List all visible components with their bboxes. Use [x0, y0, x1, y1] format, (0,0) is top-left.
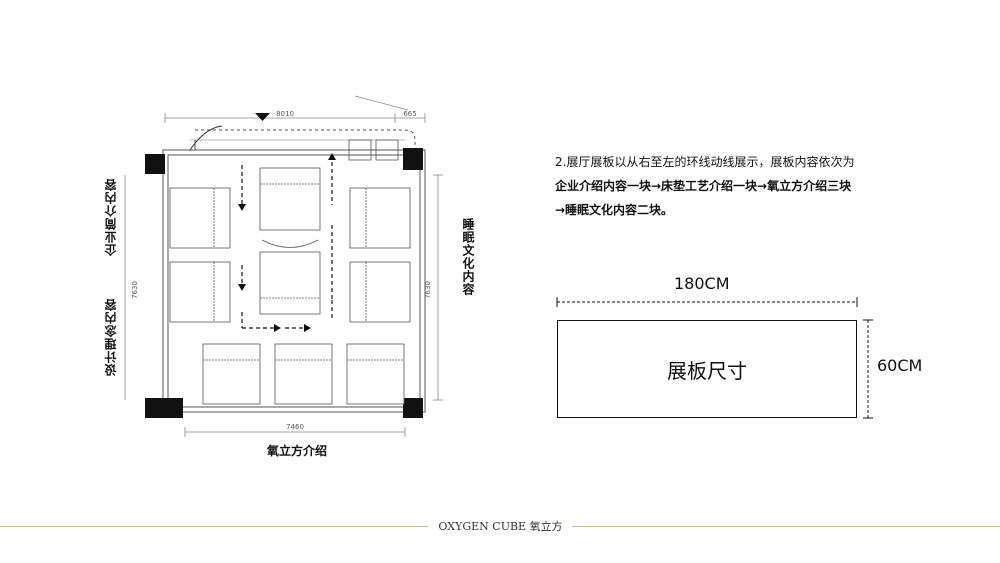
- description-line-3: →睡眠文化内容二块。: [555, 203, 674, 217]
- dim-right: 7630: [424, 281, 432, 299]
- beds-bottom: [202, 343, 405, 405]
- board-title: 展板尺寸: [667, 358, 747, 383]
- dim-bottom: 7460: [286, 423, 304, 431]
- footer-brand: OXYGEN CUBE 氧立方: [438, 520, 563, 533]
- board-size-rect: 展板尺寸: [557, 320, 857, 418]
- description-line-1: 2.展厅展板以从右至左的环线动线展示，展板内容依次为: [555, 155, 855, 169]
- walls: [162, 125, 426, 413]
- beds-right: [349, 187, 411, 323]
- circulation-path: [241, 155, 333, 329]
- label-oxygen-cube-intro: 氧立方介绍: [267, 444, 328, 458]
- reception-chairs: [348, 139, 399, 161]
- top-dimension: [164, 113, 426, 123]
- label-design-concept: 设计理念内容: [104, 298, 118, 376]
- columns: [145, 148, 423, 418]
- board-width-label: 180CM: [674, 274, 730, 293]
- footer-line-left: [0, 526, 428, 527]
- label-company-intro: 企业简介内容: [104, 178, 118, 256]
- right-dimension: [433, 174, 443, 401]
- display-description: 2.展厅展板以从右至左的环线动线展示，展板内容依次为 企业介绍内容一块→床垫工艺…: [555, 150, 854, 222]
- entrance-marker: [255, 113, 270, 121]
- description-line-2: 企业介绍内容一块→床垫工艺介绍一块→氧立方介绍三块: [555, 179, 852, 193]
- dim-left: 7630: [131, 281, 139, 299]
- board-height-label: 60CM: [877, 356, 923, 375]
- dim-top-side: 665: [403, 110, 416, 118]
- footer-line-right: [572, 526, 1000, 527]
- footer: OXYGEN CUBE 氧立方: [0, 516, 1000, 536]
- beds-center: [259, 167, 321, 315]
- label-sleep-culture: 睡眠文化内容: [461, 218, 475, 296]
- dim-top-main: 8010: [276, 110, 294, 118]
- bottom-dimension: [184, 427, 406, 437]
- floor-plan: 8010 665: [124, 95, 443, 437]
- arrow-heads: [238, 153, 336, 332]
- beds-left: [169, 187, 231, 323]
